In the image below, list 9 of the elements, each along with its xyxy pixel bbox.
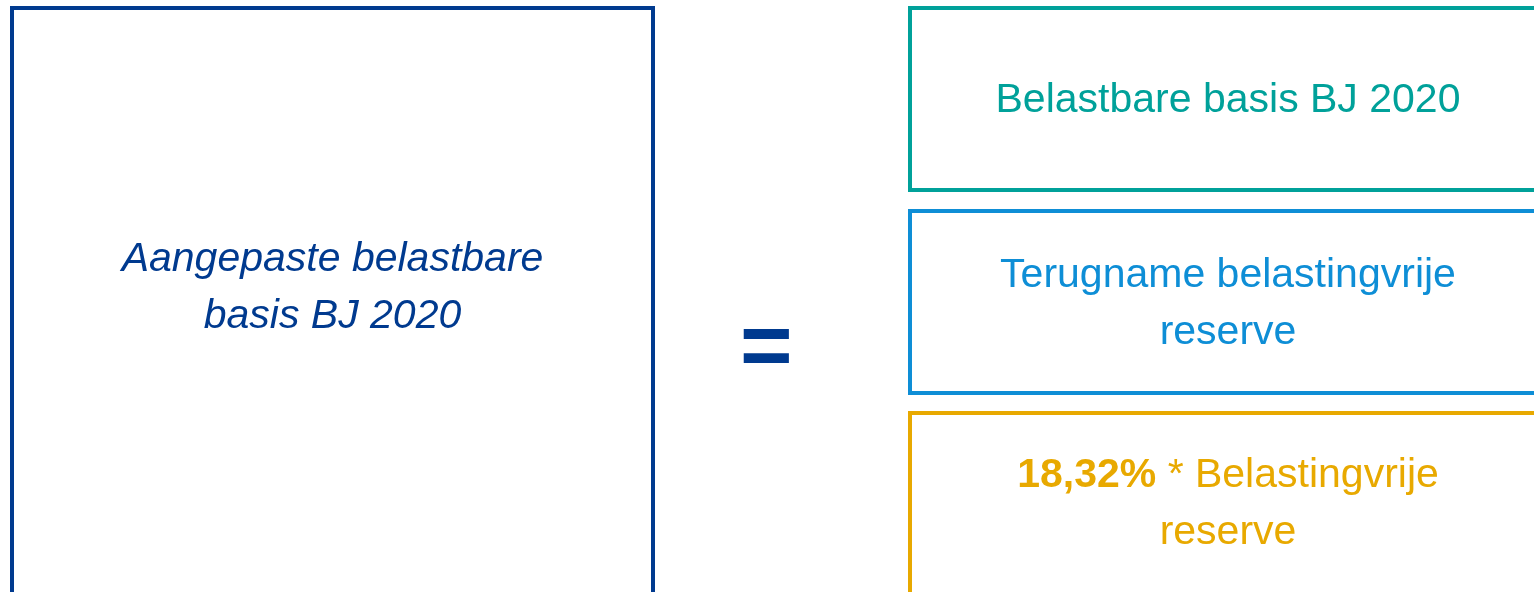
box-text: Terugname belastingvrije reserve	[999, 248, 1457, 355]
equals-sign: =	[740, 300, 793, 390]
term-box	[908, 411, 1534, 592]
result-box	[10, 6, 655, 592]
box-text: 18,32%* Belastingvrije reserve	[1016, 448, 1440, 555]
box-text: Aangepaste belastbare basis BJ 2020	[119, 232, 545, 339]
box-text: Belastbare basis BJ 2020	[994, 74, 1462, 124]
term-box	[908, 209, 1534, 395]
term-box	[908, 6, 1534, 192]
